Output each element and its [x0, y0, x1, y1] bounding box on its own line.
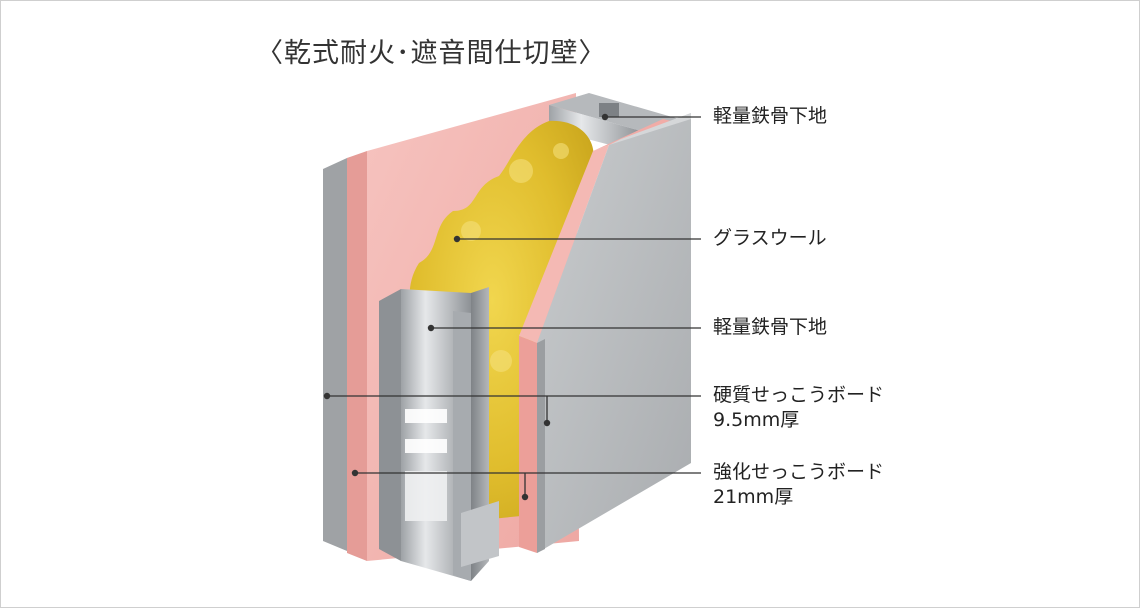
- label-stud-mid: 軽量鉄骨下地: [713, 315, 827, 340]
- diagram-title: 〈乾式耐火･遮音間仕切壁〉: [256, 38, 607, 69]
- label-hard-board-line2: 9.5mm厚: [713, 409, 800, 431]
- leader-lines: [327, 116, 701, 497]
- label-stud-top-text: 軽量鉄骨下地: [713, 105, 828, 127]
- label-strong-board-line2: 21mm厚: [713, 486, 794, 508]
- label-hard-board-line1: 硬質せっこうボード: [713, 384, 885, 406]
- front-steel-stud: [379, 287, 499, 581]
- label-hard-board: 硬質せっこうボード 9.5mm厚: [713, 383, 884, 433]
- label-glass-wool-text: グラスウール: [713, 227, 827, 249]
- label-strong-board: 強化せっこうボード 21mm厚: [713, 460, 884, 510]
- front-gray-board: [537, 113, 691, 553]
- label-strong-board-line1: 強化せっこうボード: [713, 461, 885, 483]
- label-glass-wool: グラスウール: [713, 226, 827, 251]
- label-stud-mid-text: 軽量鉄骨下地: [713, 316, 828, 338]
- label-stud-top: 軽量鉄骨下地: [713, 104, 827, 129]
- leader-dots: [323, 113, 609, 501]
